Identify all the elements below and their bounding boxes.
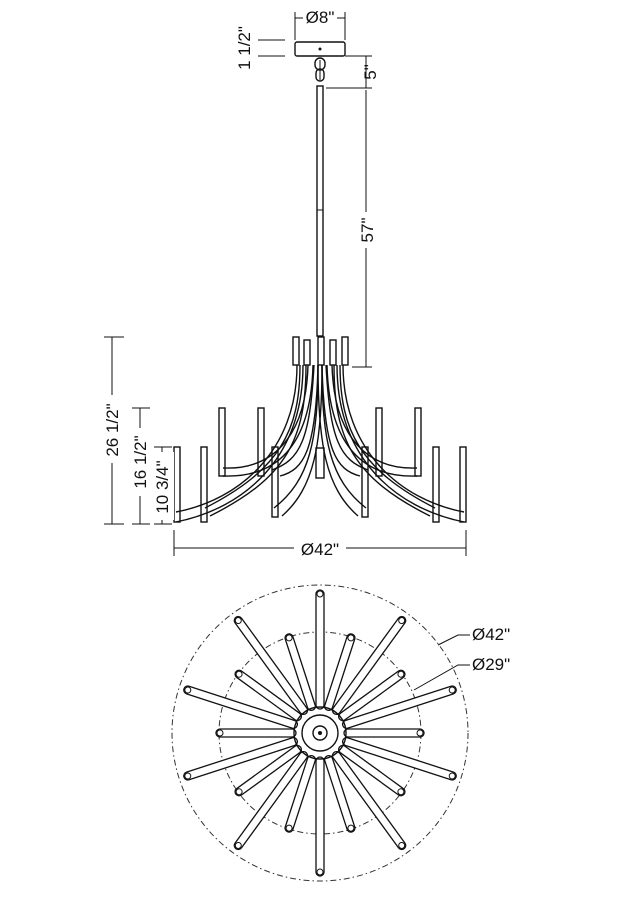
plan-arm bbox=[215, 728, 297, 738]
stem-length-label: 57" bbox=[358, 218, 377, 243]
plan-arm bbox=[183, 737, 299, 781]
canopy bbox=[294, 41, 346, 57]
plan-view: Ø42" Ø29" bbox=[171, 584, 510, 882]
lower-height-dimension: 10 3/4" bbox=[150, 446, 174, 525]
plan-arm bbox=[183, 685, 299, 729]
plan-arm bbox=[331, 751, 407, 851]
plan-arm bbox=[331, 615, 407, 715]
overall-diameter-label: Ø42" bbox=[301, 540, 339, 559]
stem-length-dimension: 57" bbox=[352, 90, 377, 368]
lower-height-label: 10 3/4" bbox=[153, 460, 172, 513]
middle-height-dimension: 16 1/2" bbox=[128, 407, 152, 525]
stem bbox=[316, 85, 324, 337]
plan-arm bbox=[341, 737, 457, 781]
plan-arm bbox=[338, 744, 406, 797]
overall-height-dimension: 26 1/2" bbox=[100, 336, 124, 525]
canopy-diameter-dimension: Ø8" bbox=[294, 8, 346, 40]
canopy-height-label: 1 1/2" bbox=[235, 26, 254, 70]
chain bbox=[314, 57, 326, 82]
canopy-screw bbox=[318, 47, 322, 51]
canopy-diameter-label: Ø8" bbox=[306, 8, 335, 27]
plan-arm bbox=[343, 728, 425, 738]
plan-arm bbox=[284, 633, 316, 712]
inner-diameter-callout: Ø29" bbox=[413, 655, 510, 691]
right-candles bbox=[361, 407, 467, 523]
plan-arm bbox=[284, 754, 316, 833]
plan-arm bbox=[233, 751, 309, 851]
plan-arm bbox=[341, 685, 457, 729]
plan-arm bbox=[234, 669, 302, 722]
left-arms bbox=[175, 364, 323, 523]
middle-height-label: 16 1/2" bbox=[131, 435, 150, 488]
plan-arms bbox=[183, 589, 457, 877]
plan-arm bbox=[234, 744, 302, 797]
center-screw bbox=[318, 731, 322, 735]
center-hub-inner bbox=[301, 714, 339, 752]
center-cluster bbox=[292, 336, 349, 479]
canopy-height-dimension: 1 1/2" bbox=[235, 26, 285, 70]
plan-arm bbox=[233, 615, 309, 715]
chain-length-dimension: 5" bbox=[326, 55, 380, 89]
right-arms bbox=[317, 364, 465, 523]
center-hub-outer bbox=[293, 706, 347, 760]
plan-arm bbox=[338, 669, 406, 722]
plan-arm bbox=[315, 589, 325, 710]
plan-arm bbox=[315, 756, 325, 877]
center-hub-core bbox=[312, 725, 328, 741]
overall-diameter-dimension: Ø42" bbox=[173, 530, 467, 559]
outer-diameter-circle bbox=[171, 584, 469, 882]
plan-arm bbox=[324, 633, 356, 712]
inner-diameter-label: Ø29" bbox=[472, 655, 510, 674]
chain-length-label: 5" bbox=[361, 64, 380, 80]
side-elevation-view: Ø8" 1 1/2" 5" bbox=[100, 8, 467, 559]
plan-arm bbox=[324, 754, 356, 833]
overall-height-label: 26 1/2" bbox=[103, 403, 122, 456]
outer-diameter-label: Ø42" bbox=[472, 625, 510, 644]
outer-diameter-callout: Ø42" bbox=[437, 625, 510, 646]
